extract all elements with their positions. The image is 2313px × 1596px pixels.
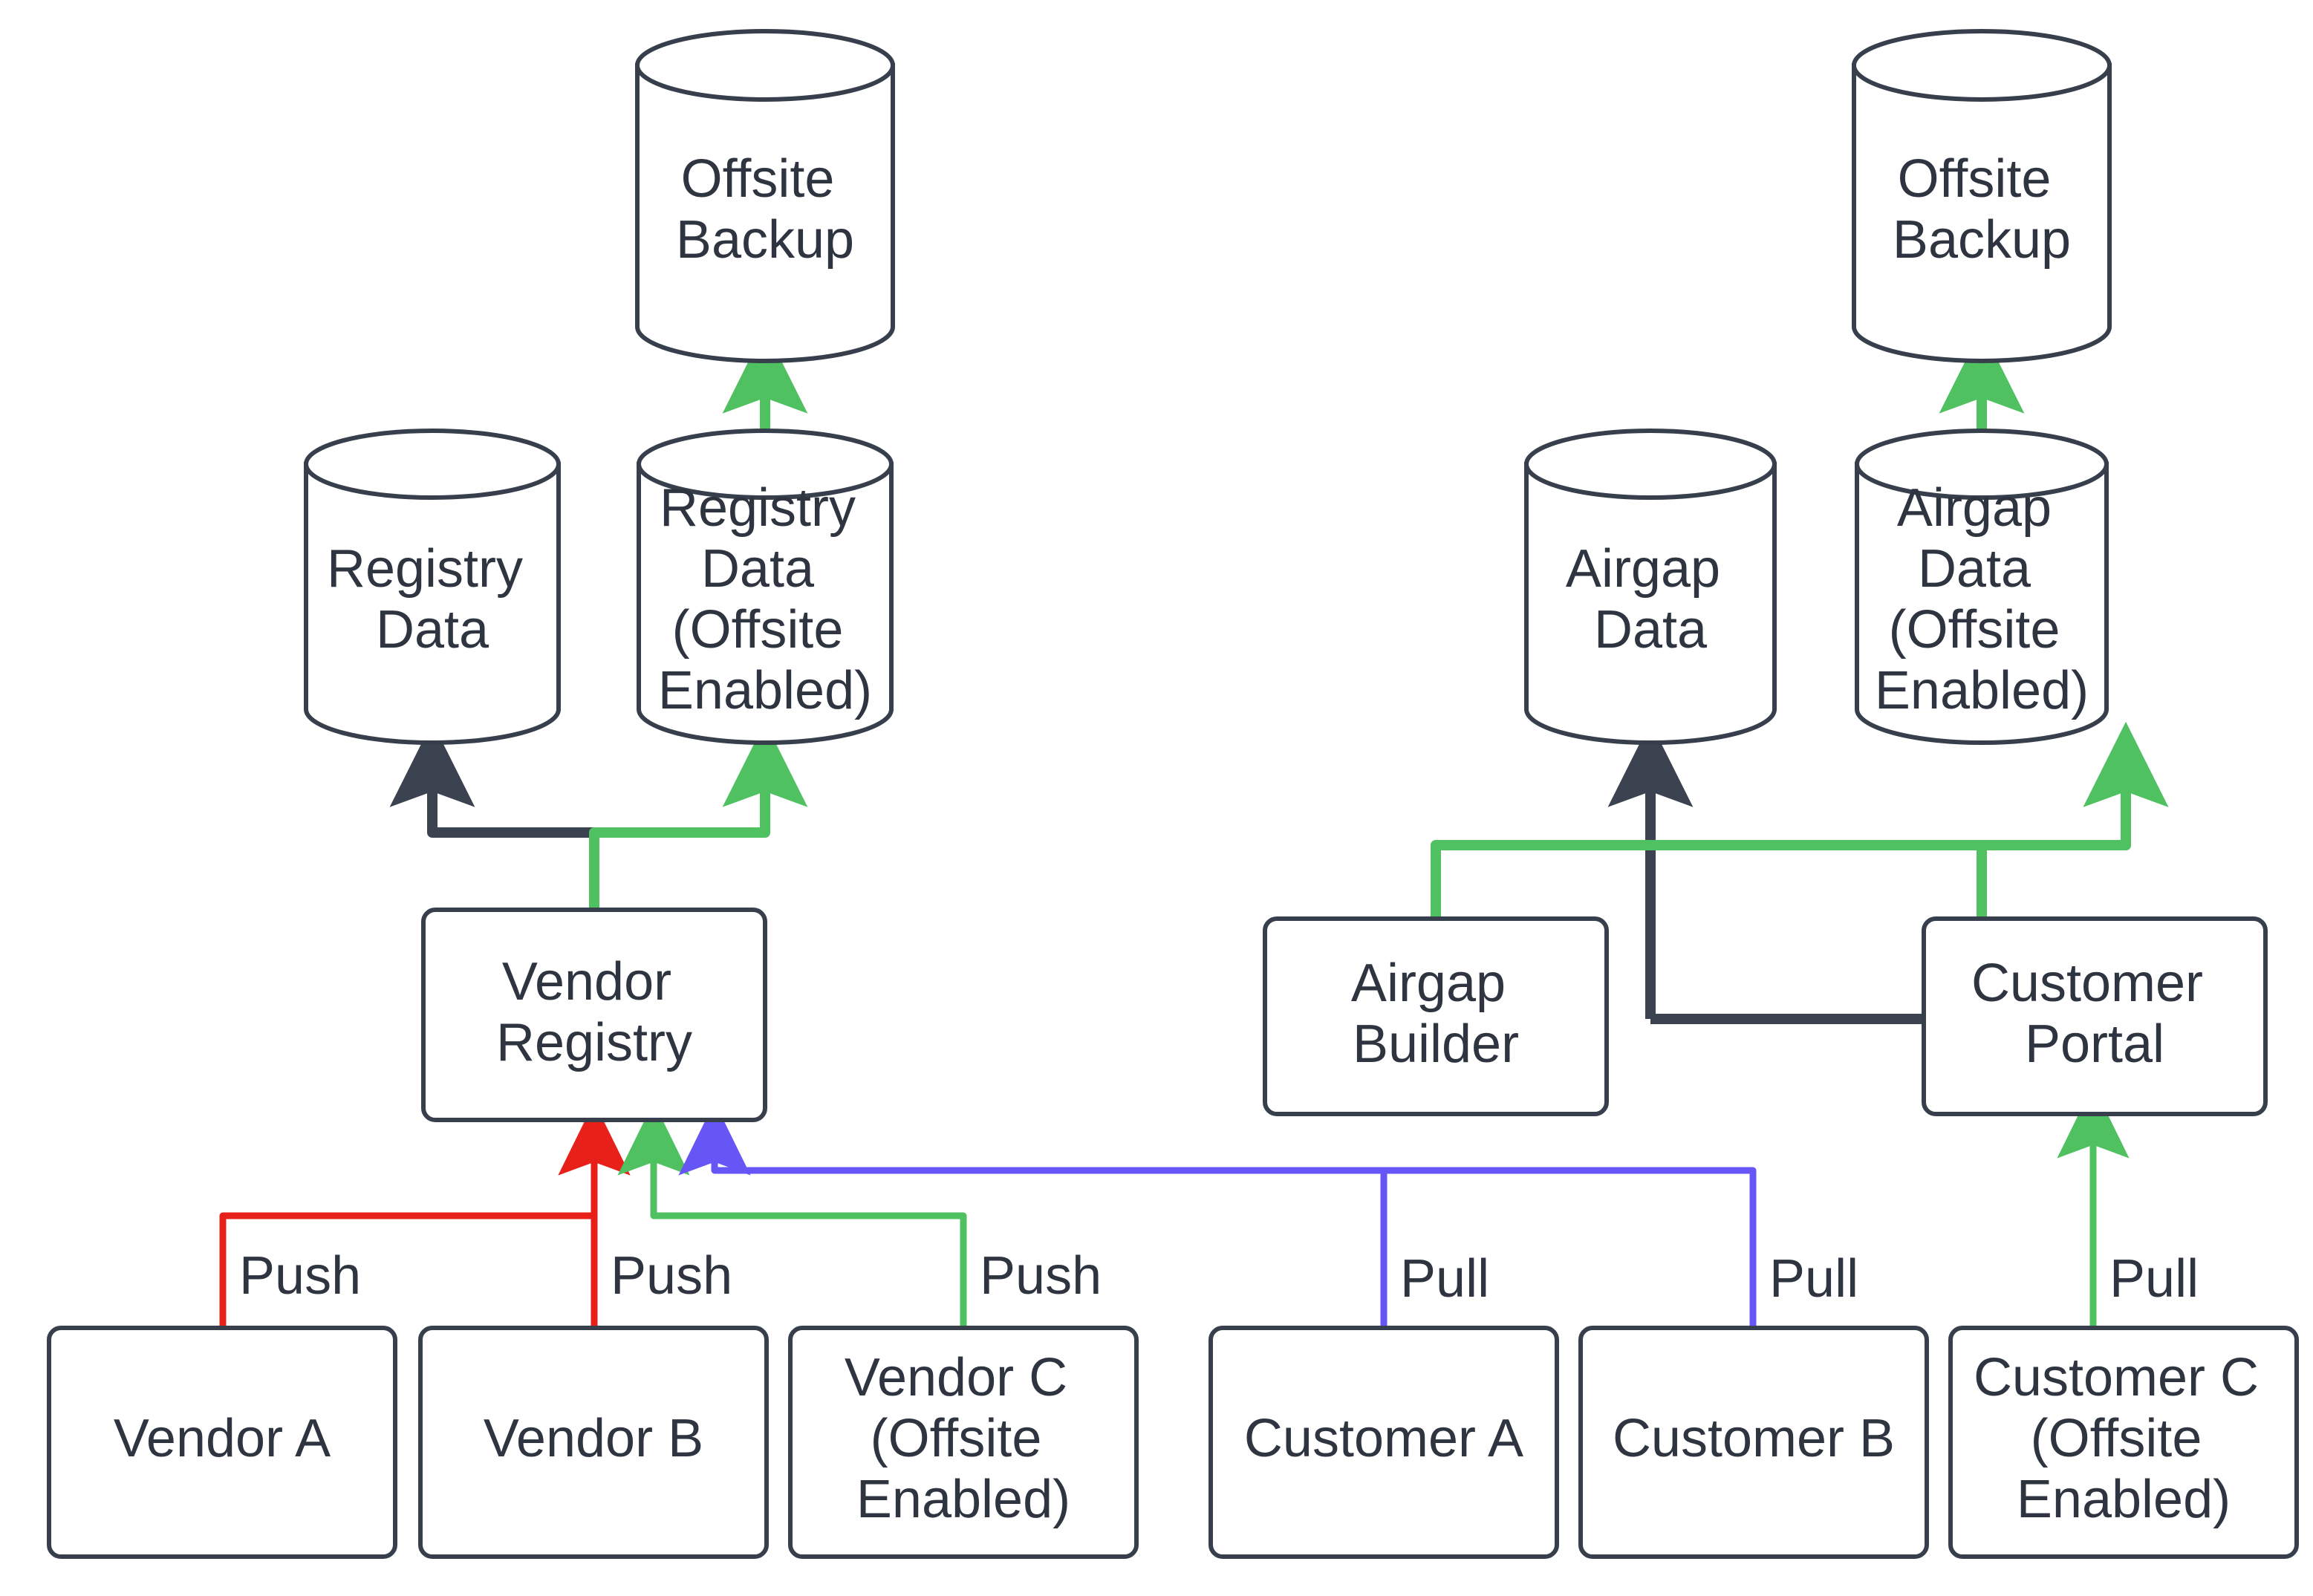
node-registry-data-offsite[interactable]: Registry Data (Offsite Enabled) xyxy=(637,429,894,745)
edge-label-pull-customer-a: Pull xyxy=(1400,1249,1489,1309)
cylinder-top xyxy=(635,29,895,102)
node-vendor-registry[interactable]: Vendor Registry xyxy=(421,908,767,1122)
node-label: Airgap Builder xyxy=(1351,954,1520,1074)
node-label: Customer A xyxy=(1244,1409,1523,1468)
node-label: Vendor A xyxy=(114,1409,331,1468)
node-airgap-data-offsite[interactable]: Airgap Data (Offsite Enabled) xyxy=(1855,429,2109,745)
edge-customer-portal-to-airgap-data-offsite xyxy=(1977,722,2169,919)
node-customer-c[interactable]: Customer C (Offsite Enabled) xyxy=(1948,1326,2299,1559)
box-shape xyxy=(1263,916,1609,1116)
node-vendor-b[interactable]: Vendor B xyxy=(418,1326,769,1559)
edge-label-push-vendor-b: Push xyxy=(611,1246,732,1306)
cylinder-body xyxy=(304,462,561,745)
node-label: Customer Portal xyxy=(1971,954,2218,1074)
node-vendor-a[interactable]: Vendor A xyxy=(47,1326,397,1559)
cylinder-top xyxy=(637,429,894,500)
node-label: Customer B xyxy=(1613,1409,1895,1468)
edge-label-push-vendor-c: Push xyxy=(980,1246,1102,1306)
cylinder-top xyxy=(1852,29,2112,102)
node-airgap-builder[interactable]: Airgap Builder xyxy=(1263,916,1609,1116)
cylinder-body xyxy=(637,462,894,745)
node-label: Vendor C (Offsite Enabled) xyxy=(845,1348,1082,1529)
node-label: Offsite Backup xyxy=(1893,149,2071,270)
edge-label-pull-customer-b: Pull xyxy=(1769,1249,1858,1309)
box-shape xyxy=(421,908,767,1122)
edge-label-pull-customer-c: Pull xyxy=(2109,1249,2199,1309)
box-shape xyxy=(1948,1326,2299,1559)
node-airgap-data[interactable]: Airgap Data xyxy=(1524,429,1777,745)
node-label: Vendor Registry xyxy=(496,952,692,1072)
node-label: Offsite Backup xyxy=(676,149,854,270)
box-shape xyxy=(1578,1326,1929,1559)
edge-vendor-c-push xyxy=(617,1101,967,1328)
box-shape xyxy=(47,1326,397,1559)
cylinder-top xyxy=(1524,429,1777,500)
box-shape xyxy=(1922,916,2268,1116)
node-registry-data[interactable]: Registry Data xyxy=(304,429,561,745)
node-label: Airgap Data xyxy=(1566,539,1735,659)
node-label: Customer C (Offsite Enabled) xyxy=(1974,1348,2274,1529)
cylinder-top xyxy=(1855,429,2109,500)
cylinder-body xyxy=(1524,462,1777,745)
box-shape xyxy=(418,1326,769,1559)
edge-vendor-registry-to-registry-data-offsite xyxy=(589,722,808,910)
node-customer-portal[interactable]: Customer Portal xyxy=(1922,916,2268,1116)
node-offsite-backup-left[interactable]: Offsite Backup xyxy=(635,29,895,363)
node-label: Vendor B xyxy=(484,1409,703,1468)
node-label: Registry Data xyxy=(327,539,538,659)
node-customer-b[interactable]: Customer B xyxy=(1578,1326,1929,1559)
cylinder-body xyxy=(635,63,895,363)
node-label: Registry Data (Offsite Enabled) xyxy=(658,478,872,720)
node-customer-a[interactable]: Customer A xyxy=(1208,1326,1559,1559)
node-offsite-backup-right[interactable]: Offsite Backup xyxy=(1852,29,2112,363)
node-label: Airgap Data (Offsite Enabled) xyxy=(1875,478,2089,720)
cylinder-body xyxy=(1855,462,2109,745)
edge-customer-b-pull xyxy=(715,1167,1757,1328)
edge-vendor-registry-to-registry-data xyxy=(389,722,599,910)
cylinder-body xyxy=(1852,63,2112,363)
cylinder-top xyxy=(304,429,561,500)
node-vendor-c[interactable]: Vendor C (Offsite Enabled) xyxy=(788,1326,1139,1559)
box-shape xyxy=(1208,1326,1559,1559)
edge-label-push-vendor-a: Push xyxy=(239,1246,361,1306)
box-shape xyxy=(788,1326,1139,1559)
